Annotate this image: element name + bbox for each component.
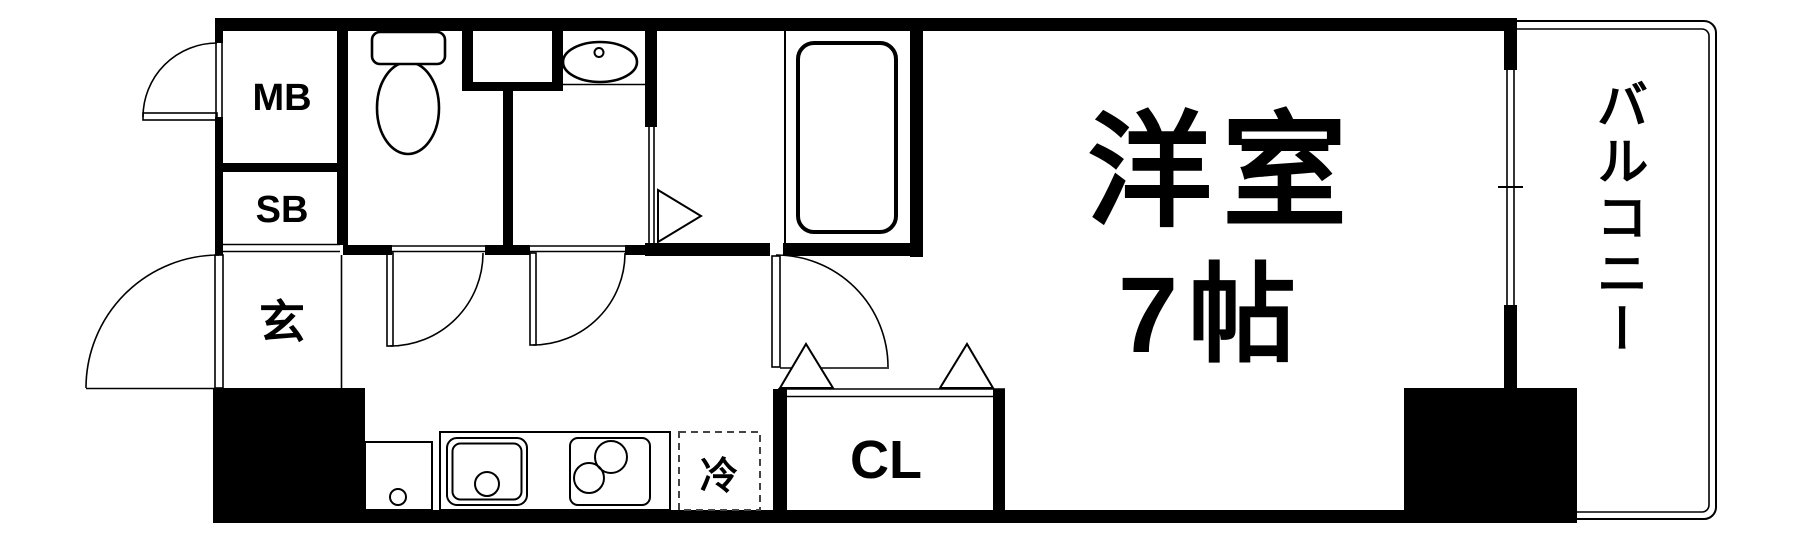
wall-washroom-bath-upper (645, 31, 657, 127)
kitchen-cabinet-knob (389, 488, 407, 506)
entrance-door (85, 254, 224, 390)
washroom-door-arc (532, 252, 626, 346)
washroom-door (529, 252, 626, 346)
toilet-door-leaf (386, 252, 394, 347)
main-room-door-arc (775, 254, 889, 368)
toilet-fixture (370, 30, 447, 156)
kitchen-burner-2 (573, 462, 605, 494)
bathtub (796, 41, 898, 234)
label-meter-box: MB (252, 77, 311, 119)
washbasin-faucet (593, 47, 605, 58)
label-main-room-size: 7帖 (1118, 254, 1306, 375)
toilet-door-arc (389, 252, 484, 347)
wall-bottom-outer (213, 510, 1577, 523)
washbasin-bowl (561, 40, 639, 84)
toilet-tank (370, 30, 447, 66)
wall-mb-right (337, 31, 348, 245)
main-room-door (771, 254, 889, 369)
mb-door-arc (142, 42, 218, 118)
closet-bifold-triangle-left (778, 342, 835, 389)
kitchen-fixtures (364, 431, 671, 511)
wall-bath-right (910, 31, 923, 257)
bathroom-folding-door (648, 127, 703, 245)
washroom-door-leaf (529, 252, 537, 346)
mb-door-leaf (142, 112, 218, 121)
wall-left-corner (215, 18, 223, 43)
doors (85, 42, 995, 390)
wall-left-mid (215, 117, 223, 255)
wall-cl-right (993, 389, 1005, 513)
pillar-bottom-left (213, 388, 365, 523)
wall-cl-left (773, 389, 787, 513)
wall-hall-top-c (625, 245, 657, 255)
balcony-railing-inner (1517, 28, 1710, 513)
label-refrigerator: 冷 (700, 456, 738, 498)
closet-bifold-triangle-right (938, 342, 995, 389)
wall-storage-right (552, 31, 563, 91)
wall-right-top-stub (1504, 18, 1517, 70)
balcony-window (1498, 70, 1523, 305)
label-closet: CL (850, 430, 922, 490)
kitchen-burner-1 (594, 440, 628, 474)
kitchen-counter (439, 431, 671, 511)
wall-mb-bottom (223, 163, 348, 172)
wall-hall-top-a (343, 245, 392, 255)
fixtures (364, 30, 898, 511)
refrigerator-space (678, 431, 761, 511)
pillar-bottom-right (1404, 388, 1577, 523)
wall-right-mid (1504, 305, 1517, 388)
toilet-door (386, 252, 484, 347)
label-entrance: 玄 (259, 296, 305, 348)
balcony (1498, 20, 1717, 520)
main-room-door-leaf (771, 255, 781, 368)
washbasin-fixture (561, 40, 645, 86)
room-labels: MB SB 玄 洋室 7帖 CL 冷 バルコニー (252, 77, 1646, 498)
toilet-bowl (375, 60, 441, 156)
entrance-door-arc (85, 254, 220, 389)
balcony-railing-outer (1517, 20, 1717, 520)
closet-bifold-doors (778, 342, 995, 389)
wall-storage-bottom (462, 82, 563, 91)
kitchen-cabinet (364, 441, 433, 511)
entrance-door-leaf (214, 254, 224, 389)
mb-door (142, 42, 218, 121)
walls (213, 18, 1577, 523)
kitchen-sink-inner (451, 442, 523, 501)
wall-hall-top-b (485, 245, 530, 255)
wall-bath-bottom-right (783, 243, 923, 256)
bath-door-triangle (657, 188, 703, 244)
wall-bath-bottom-left (645, 243, 770, 256)
wall-top-outer (215, 18, 1517, 31)
wall-toilet-washroom (503, 91, 513, 245)
label-shaft-box: SB (256, 189, 309, 231)
kitchen-sink-outer (446, 437, 528, 506)
kitchen-sink-drain (474, 471, 500, 497)
label-balcony: バルコニー (1588, 78, 1646, 358)
wall-storage-left (462, 31, 473, 82)
kitchen-stove (569, 437, 651, 506)
label-main-room-name: 洋室 (1087, 103, 1357, 242)
